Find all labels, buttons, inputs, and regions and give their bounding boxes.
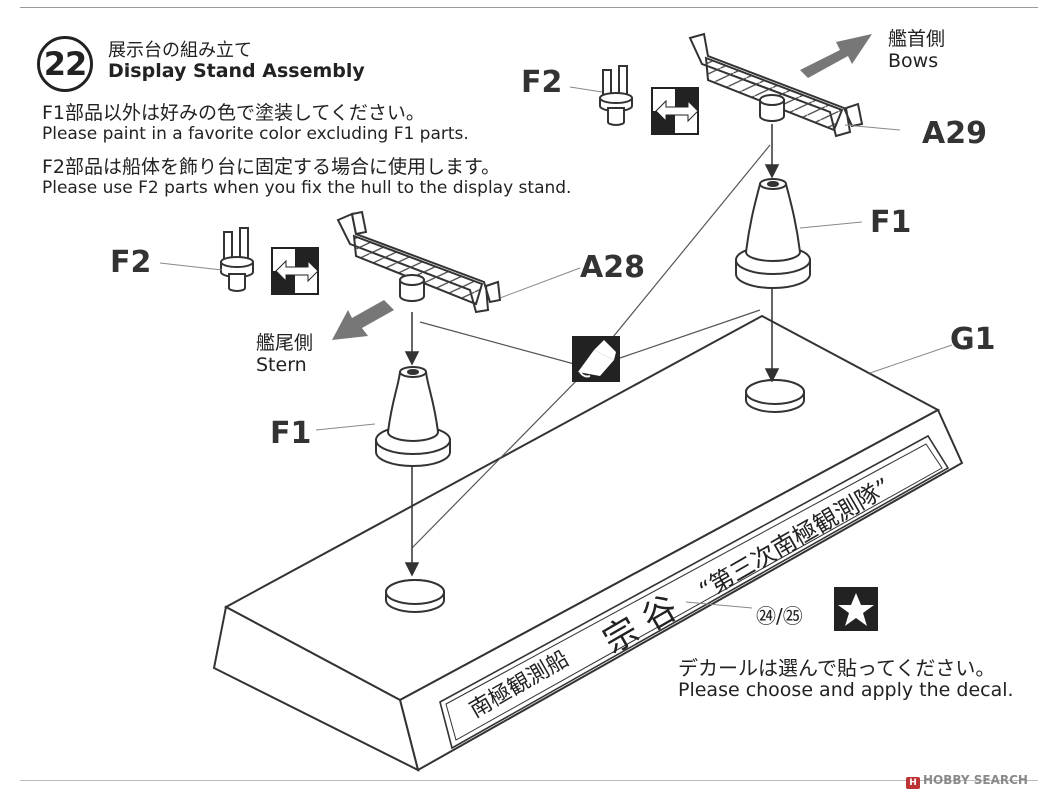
part-a28: [336, 210, 502, 314]
stern-label-en: Stern: [256, 354, 307, 376]
page-frame: [20, 7, 1038, 781]
step-title-ja: 展示台の組み立て: [108, 40, 252, 61]
optional-part-icon-top: [651, 87, 699, 135]
glue-leaders: [411, 144, 771, 549]
label-leaders: [159, 86, 953, 609]
glue-icon: [572, 336, 620, 382]
label-a29: A29: [922, 116, 987, 151]
label-f1-left: F1: [270, 416, 312, 451]
label-f2-left: F2: [110, 245, 152, 280]
decal-instruction-ja: デカールは選んで貼ってください。: [678, 656, 996, 680]
label-f2-top: F2: [521, 65, 563, 100]
decal-numbers: ㉔/㉕: [756, 604, 803, 628]
step-title-en: Display Stand Assembly: [108, 60, 365, 82]
note-paint-ja: F1部品以外は好みの色で塗装してください。: [42, 102, 425, 124]
part-f2-top: [599, 65, 633, 126]
note-f2-en: Please use F2 parts when you fix the hul…: [42, 178, 572, 198]
hobby-search-icon: H: [906, 777, 920, 789]
decal-instruction-en: Please choose and apply the decal.: [678, 679, 1014, 701]
label-a28: A28: [580, 250, 645, 285]
part-a29: [688, 32, 864, 138]
bows-label-en: Bows: [888, 50, 939, 72]
bows-label-ja: 艦首側: [888, 28, 946, 50]
base-socket-right: [745, 379, 805, 413]
optional-part-icon-left: [271, 247, 319, 295]
watermark-text: HOBBY SEARCH: [923, 773, 1028, 787]
decal-star-icon: [834, 587, 878, 631]
display-base-g1: [212, 314, 964, 772]
note-paint-en: Please paint in a favorite color excludi…: [42, 124, 469, 144]
part-f2-left: [220, 227, 254, 292]
label-f1-right: F1: [870, 205, 912, 240]
base-socket-left: [385, 579, 445, 613]
assembly-arrows: [404, 124, 780, 577]
part-f1-left: [375, 366, 451, 467]
step-number: 22: [37, 36, 93, 92]
note-f2-ja: F2部品は船体を飾り台に固定する場合に使用します。: [42, 156, 501, 178]
part-f1-right: [735, 178, 811, 289]
stern-label-ja: 艦尾側: [256, 332, 314, 354]
arrow-icon-bows: [800, 34, 872, 78]
label-g1: G1: [950, 322, 996, 357]
arrow-icon-stern: [332, 300, 394, 340]
